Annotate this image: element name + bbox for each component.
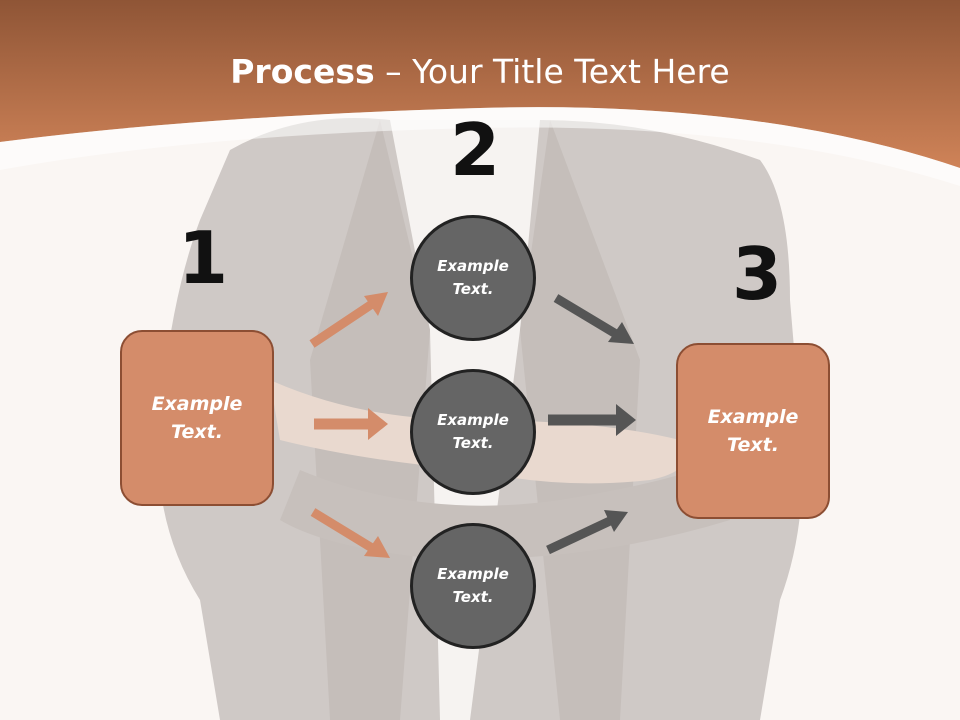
arrow-left-top: [309, 292, 388, 348]
title-rest: – Your Title Text Here: [374, 52, 730, 91]
arrow-right-bottom: [546, 510, 628, 555]
arrow-left-bottom: [310, 508, 390, 558]
circle-bottom-text: Example Text.: [437, 564, 509, 606]
circle-middle-text: Example Text.: [437, 410, 509, 452]
slide-title: Process – Your Title Text Here: [0, 52, 960, 91]
right-step-box: Example Text.: [676, 343, 830, 519]
arrow-right-top: [553, 294, 634, 344]
circle-bottom: Example Text.: [410, 523, 536, 649]
step-number-1: 1: [178, 216, 229, 300]
circle-middle: Example Text.: [410, 369, 536, 495]
circle-top: Example Text.: [410, 215, 536, 341]
step-number-2: 2: [450, 108, 501, 192]
circle-top-text: Example Text.: [437, 256, 509, 298]
right-box-text: Example Text.: [707, 405, 799, 457]
step-number-3: 3: [732, 232, 783, 316]
arrow-left-middle: [314, 408, 388, 440]
left-step-box: Example Text.: [120, 330, 274, 506]
title-bold: Process: [230, 52, 375, 91]
left-box-text: Example Text.: [151, 392, 243, 444]
arrow-right-middle: [548, 404, 636, 436]
